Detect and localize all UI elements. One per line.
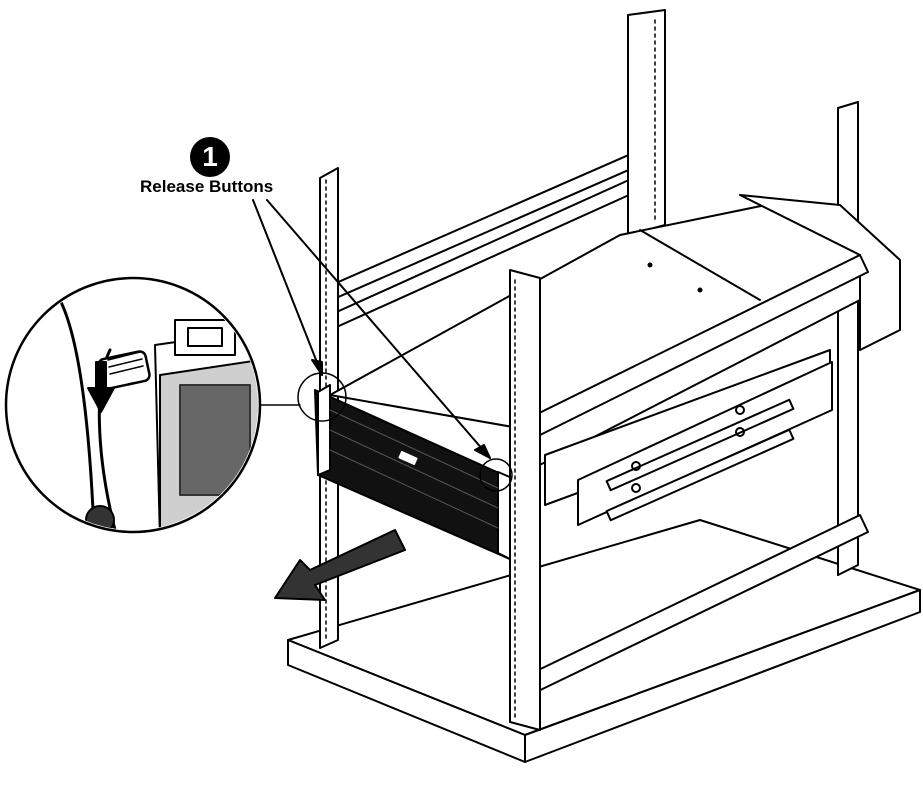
callout-leader-lines [252,199,491,459]
release-button-left-marker [297,372,347,422]
callout-label: Release Buttons [140,177,274,196]
callout-number-badge: 1 [190,137,230,177]
magnifier-detail-icon [4,276,262,534]
rack-post-right [837,101,859,576]
front-crossbars [524,254,869,696]
rack-post-back-right [627,9,666,236]
release-button-right-marker [479,458,513,492]
server-front-bezel [314,384,513,561]
pull-out-arrow-icon [274,529,406,601]
slide-rail [544,349,833,526]
rack-post-front-left [509,269,541,731]
